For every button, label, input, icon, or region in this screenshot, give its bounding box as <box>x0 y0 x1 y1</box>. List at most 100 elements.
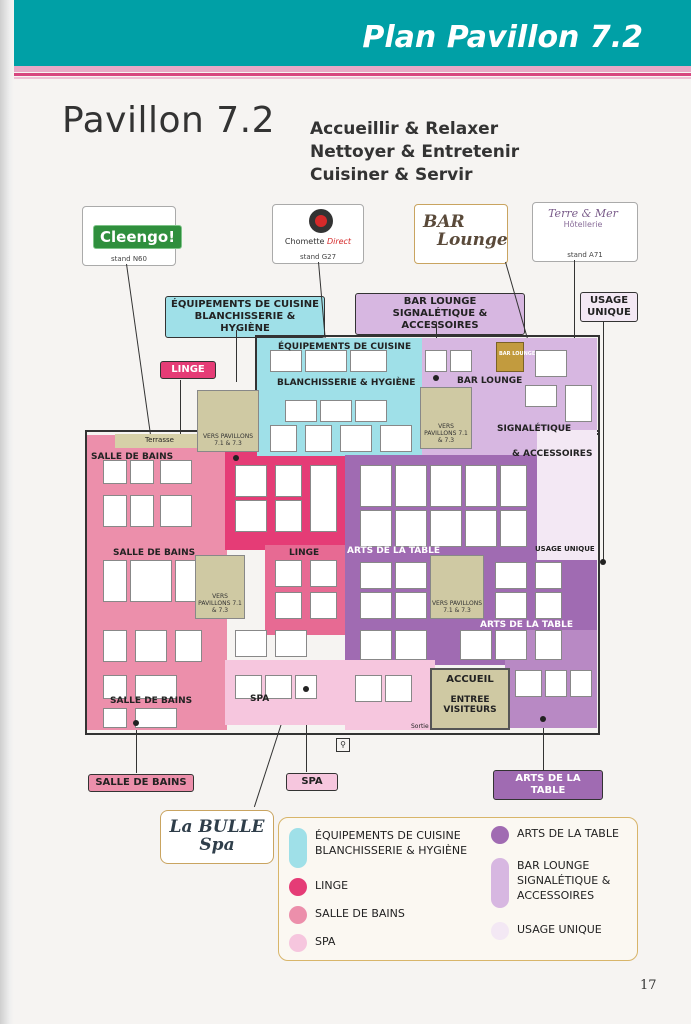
stand[interactable] <box>495 592 527 619</box>
stand[interactable] <box>103 708 127 728</box>
stand[interactable] <box>395 510 427 547</box>
stand[interactable] <box>103 495 127 527</box>
stand[interactable] <box>360 465 392 507</box>
stand[interactable] <box>275 500 302 532</box>
stand[interactable] <box>430 465 462 507</box>
pavilion-transfer[interactable]: VERS PAVILLONS 7.1 & 7.3 <box>420 387 472 449</box>
stand[interactable] <box>275 630 307 657</box>
legend-swatch <box>491 858 509 908</box>
stand[interactable] <box>360 510 392 547</box>
stand[interactable] <box>103 560 127 602</box>
zone-label-arts-de-la-table: ARTS DE LA TABLE <box>480 620 573 630</box>
stand[interactable] <box>310 592 337 619</box>
stand[interactable] <box>565 385 592 422</box>
stand[interactable] <box>535 592 562 619</box>
stand[interactable] <box>235 630 267 657</box>
stand[interactable] <box>160 495 192 527</box>
stand[interactable] <box>130 560 172 602</box>
legend-item-usage-unique: USAGE UNIQUE <box>491 922 602 940</box>
stand[interactable] <box>135 675 177 699</box>
stand[interactable] <box>535 630 562 660</box>
chomette-name: Chomette Direct <box>284 237 352 246</box>
terrasse-label: Terrasse <box>145 436 174 444</box>
marker-dot <box>600 559 606 565</box>
pavilion-transfer[interactable]: VERS PAVILLONS 7.1 & 7.3 <box>197 390 259 452</box>
stand[interactable] <box>130 495 154 527</box>
stand[interactable] <box>103 675 127 699</box>
stand[interactable] <box>545 670 567 697</box>
stand[interactable] <box>450 350 472 372</box>
stand[interactable] <box>235 675 262 699</box>
header-stripe <box>14 73 691 76</box>
zone-label-arts-de-la-table: ARTS DE LA TABLE <box>347 546 440 556</box>
stand[interactable] <box>430 510 462 547</box>
stand[interactable] <box>360 592 392 619</box>
leader-line <box>603 322 604 562</box>
marker-dot <box>133 720 139 726</box>
terre-mer-stand: stand A71 <box>567 251 603 259</box>
pavilion-transfer[interactable]: VERS PAVILLONS 7.1 & 7.3 <box>430 555 484 619</box>
cleengo-logo-text: Cleengo! <box>93 225 183 249</box>
stand[interactable] <box>395 592 427 619</box>
stand[interactable] <box>320 400 352 422</box>
chomette-emblem-icon <box>309 209 333 233</box>
stand[interactable] <box>305 425 332 452</box>
stand[interactable] <box>360 562 392 589</box>
stand[interactable] <box>515 670 542 697</box>
stand[interactable] <box>460 630 492 660</box>
legend-item-equipements: ÉQUIPEMENTS DE CUISINE BLANCHISSERIE & H… <box>289 828 479 868</box>
stand[interactable] <box>103 460 127 484</box>
stand[interactable] <box>270 350 302 372</box>
pavilion-transfer[interactable]: VERS PAVILLONS 7.1 & 7.3 <box>195 555 245 619</box>
stand[interactable] <box>535 562 562 589</box>
stand[interactable] <box>395 562 427 589</box>
stand[interactable] <box>535 350 567 377</box>
zone-label-bar-lounge: BAR LOUNGE <box>457 376 523 386</box>
stand[interactable] <box>310 560 337 587</box>
stand[interactable] <box>525 385 557 407</box>
header-stripe <box>14 66 691 72</box>
stand[interactable] <box>355 400 387 422</box>
stand[interactable] <box>500 465 527 507</box>
accueil-desk[interactable]: ACCUEIL ENTREE VISITEURS <box>430 668 510 730</box>
stand[interactable] <box>360 630 392 660</box>
stand[interactable] <box>103 630 127 662</box>
stand[interactable] <box>265 675 292 699</box>
stand[interactable] <box>385 675 412 702</box>
stand[interactable] <box>135 630 167 662</box>
stand[interactable] <box>270 425 297 452</box>
sortie-label: Sortie <box>411 723 429 730</box>
stand[interactable] <box>160 460 192 484</box>
stand[interactable] <box>135 708 177 728</box>
stand[interactable] <box>285 400 317 422</box>
stand[interactable] <box>395 465 427 507</box>
stand[interactable] <box>465 510 497 547</box>
stand[interactable] <box>395 630 427 660</box>
legend-swatch <box>491 922 509 940</box>
stand[interactable] <box>310 465 337 532</box>
stand[interactable] <box>305 350 347 372</box>
zone-label-linge: LINGE <box>289 548 320 558</box>
bar-lounge-stand[interactable]: BAR LOUNGE <box>496 342 535 372</box>
stand[interactable] <box>235 500 267 532</box>
stand[interactable] <box>275 592 302 619</box>
stand[interactable] <box>495 562 527 589</box>
stand[interactable] <box>235 465 267 497</box>
stand[interactable] <box>495 630 527 660</box>
legend-swatch <box>491 826 509 844</box>
stand[interactable] <box>275 465 302 497</box>
stand[interactable] <box>175 630 202 662</box>
stand[interactable] <box>425 350 447 372</box>
stand[interactable] <box>275 560 302 587</box>
stand[interactable] <box>340 425 372 452</box>
stand[interactable] <box>380 425 412 452</box>
stand[interactable] <box>570 670 592 697</box>
stand[interactable] <box>465 465 497 507</box>
stand[interactable] <box>350 350 387 372</box>
stand[interactable] <box>355 675 382 702</box>
stand[interactable] <box>130 460 154 484</box>
stand[interactable] <box>500 510 527 547</box>
